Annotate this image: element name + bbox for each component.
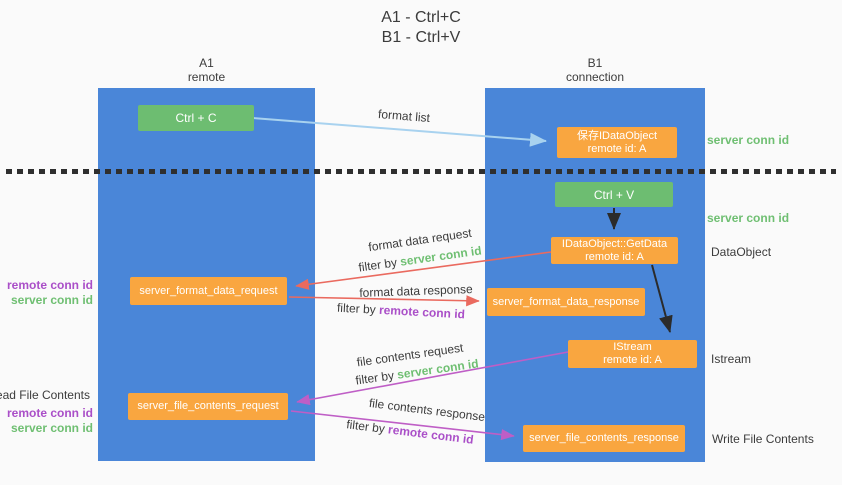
node-server-file-contents-response-label: server_file_contents_response	[529, 432, 679, 444]
left-conn-id-group-bottom: remote conn id server conn id	[7, 406, 93, 436]
node-save-idataobject: 保存IDataObject remote id: A	[557, 127, 677, 158]
remote-conn-id-text: remote conn id	[387, 422, 475, 447]
node-ctrl-c: Ctrl + C	[138, 105, 254, 131]
node-istream: IStream remote id: A	[568, 340, 697, 368]
format-data-response-filter: filter by remote conn id	[337, 301, 466, 322]
remote-conn-id-text: remote conn id	[378, 302, 466, 322]
machine-boundary-dotted-line	[6, 169, 836, 174]
remote-conn-id-annotation: remote conn id	[6, 406, 93, 420]
node-server-format-data-response: server_format_data_response	[487, 288, 645, 316]
filter-by-text: filter by	[336, 300, 377, 317]
remote-conn-id-annotation: remote conn id	[6, 278, 93, 292]
filter-by-text: filter by	[354, 368, 395, 388]
node-save-idataobject-line1: 保存IDataObject	[576, 129, 658, 142]
node-server-file-contents-response: server_file_contents_response	[523, 425, 685, 452]
node-save-idataobject-line2: remote id: A	[587, 142, 647, 155]
left-conn-id-group-top: remote conn id server conn id	[7, 278, 93, 308]
node-server-file-contents-request: server_file_contents_request	[128, 393, 288, 420]
file-contents-response-filter: filter by remote conn id	[346, 417, 475, 447]
node-istream-line1: IStream	[613, 341, 652, 353]
diagram-title: A1 - Ctrl+C B1 - Ctrl+V	[0, 8, 842, 48]
istream-annotation: Istream	[711, 352, 752, 366]
read-file-contents-annotation: Read File Contents	[0, 388, 90, 402]
server-conn-id-annotation-mid: server conn id	[707, 211, 790, 225]
node-server-format-data-request-label: server_format_data_request	[139, 284, 278, 297]
node-idataobject-getdata-line1: IDataObject::GetData	[561, 237, 668, 250]
lane-a1-role: remote	[187, 70, 226, 84]
server-conn-id-annotation: server conn id	[10, 421, 93, 435]
node-server-format-data-request: server_format_data_request	[130, 277, 287, 305]
format-data-response-label: format data response	[359, 282, 473, 300]
node-istream-line2: remote id: A	[603, 354, 662, 366]
node-ctrl-v-label: Ctrl + V	[593, 187, 635, 202]
lane-b1-name: B1	[587, 56, 603, 70]
format-list-label: format list	[377, 106, 431, 126]
file-contents-response-label: file contents response	[368, 395, 486, 425]
write-file-contents-annotation: Write File Contents	[712, 432, 814, 446]
server-conn-id-annotation-top: server conn id	[707, 133, 790, 147]
lane-b1-role: connection	[565, 70, 625, 84]
server-conn-id-annotation: server conn id	[10, 293, 93, 307]
node-server-file-contents-request-label: server_file_contents_request	[137, 400, 279, 412]
filter-by-text: filter by	[357, 255, 398, 275]
lane-a1-header: A1 remote	[98, 56, 315, 84]
node-ctrl-v: Ctrl + V	[555, 182, 673, 207]
node-idataobject-getdata-line2: remote id: A	[585, 250, 644, 263]
title-line-2: B1 - Ctrl+V	[381, 29, 461, 46]
lane-a1-name: A1	[199, 56, 214, 70]
node-idataobject-getdata: IDataObject::GetData remote id: A	[551, 237, 678, 264]
filter-by-text: filter by	[345, 417, 386, 436]
title-line-1: A1 - Ctrl+C	[381, 9, 461, 26]
dataobject-annotation: DataObject	[711, 245, 772, 259]
node-server-format-data-response-label: server_format_data_response	[492, 295, 640, 308]
node-ctrl-c-label: Ctrl + C	[175, 111, 217, 125]
lane-b1-header: B1 connection	[485, 56, 705, 84]
